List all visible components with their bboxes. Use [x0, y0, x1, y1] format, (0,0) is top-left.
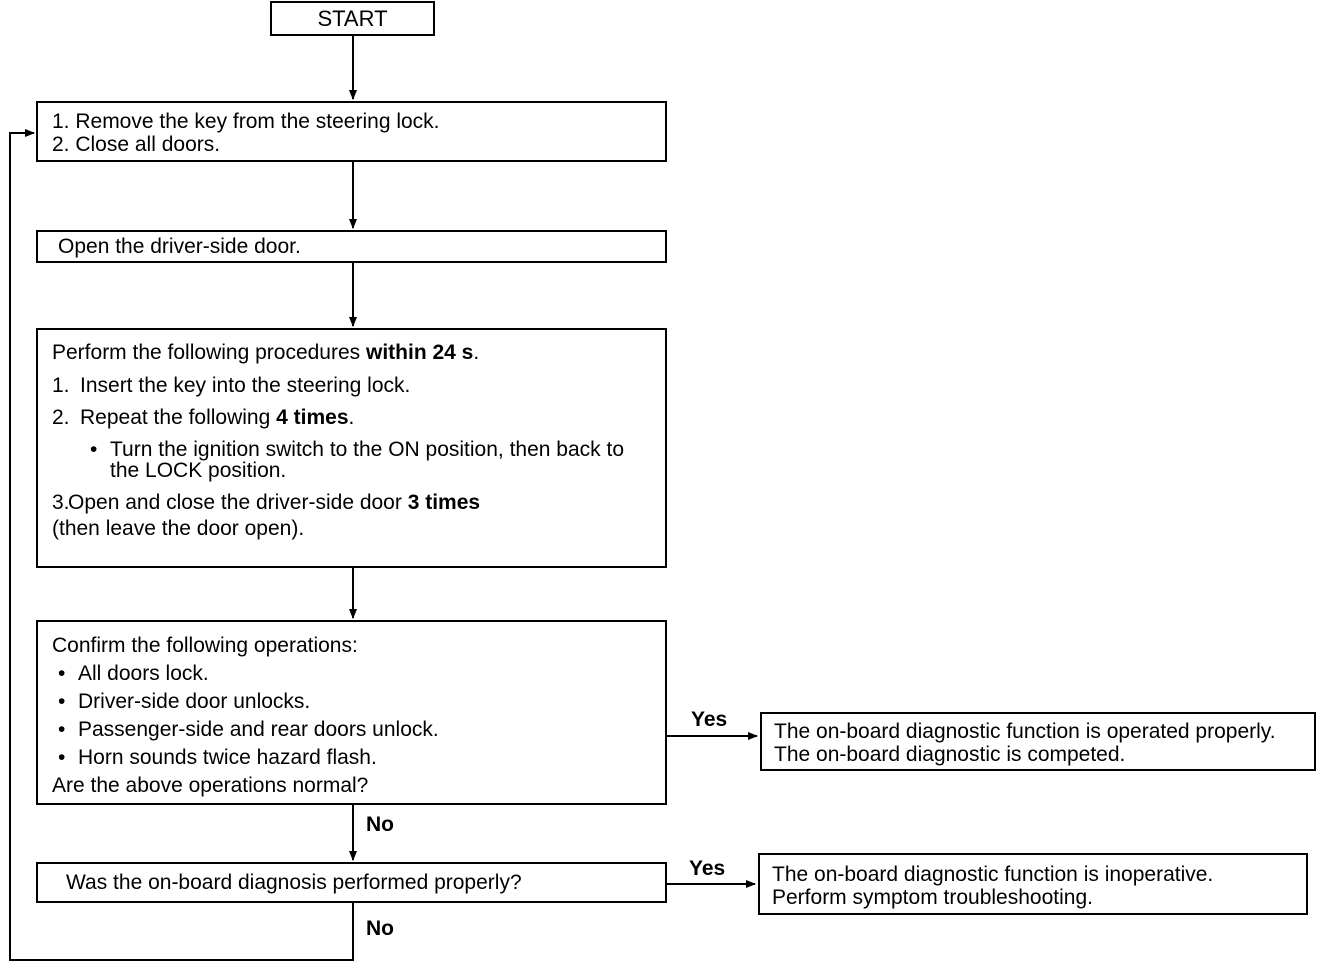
- confirm-bullet-2: • Driver-side door unlocks.: [52, 691, 665, 712]
- result-bad-line2: Perform symptom troubleshooting.: [772, 886, 1093, 909]
- procedure-intro-post: .: [473, 341, 480, 364]
- bullet-icon: •: [58, 690, 66, 713]
- procedure-intro: Perform the following procedures within …: [52, 342, 665, 363]
- confirm-bullet-1-text: All doors lock.: [78, 662, 209, 685]
- procedure-item-2: 2. Repeat the following 4 times.: [52, 407, 665, 428]
- confirm-bullet-3: • Passenger-side and rear doors unlock.: [52, 719, 665, 740]
- confirm-bullet-2-text: Driver-side door unlocks.: [78, 690, 311, 713]
- procedure-item-2-post: .: [348, 406, 355, 429]
- decision-text: Was the on-board diagnosis performed pro…: [66, 871, 522, 894]
- procedure-item-2-bold: 4 times: [276, 406, 349, 429]
- procedure-subbullet-line1: Turn the ignition switch to the ON posit…: [110, 438, 624, 461]
- bullet-icon: •: [58, 746, 66, 769]
- start-label: START: [317, 5, 388, 31]
- result-ok-line2: The on-board diagnostic is competed.: [774, 743, 1126, 766]
- procedure-item-3-bold: 3 times: [407, 491, 481, 514]
- confirm-bullet-4: • Horn sounds twice hazard flash.: [52, 747, 665, 768]
- node-confirm-operations: Confirm the following operations: • All …: [36, 620, 667, 805]
- bullet-icon: •: [58, 718, 66, 741]
- node-procedure: Perform the following procedures within …: [36, 328, 667, 568]
- node-decision-diagnosis-performed: Was the on-board diagnosis performed pro…: [36, 862, 667, 903]
- procedure-intro-pre: Perform the following procedures: [52, 341, 366, 364]
- procedure-item-3-pre: Open and close the driver-side door: [68, 491, 408, 514]
- step1-line1: 1. Remove the key from the steering lock…: [52, 110, 440, 133]
- confirm-intro: Confirm the following operations:: [52, 634, 358, 657]
- node-open-driver-door: Open the driver-side door.: [36, 230, 667, 263]
- result-ok-line1: The on-board diagnostic function is oper…: [774, 720, 1276, 743]
- node-result-ok: The on-board diagnostic function is oper…: [760, 712, 1316, 771]
- procedure-item-1-text: Insert the key into the steering lock.: [80, 374, 411, 397]
- node-step1: 1. Remove the key from the steering lock…: [36, 101, 667, 162]
- edge-label-no-decision: No: [366, 917, 394, 940]
- procedure-subbullet-line2: the LOCK position.: [110, 459, 287, 482]
- procedure-intro-bold: within 24 s: [366, 341, 474, 364]
- edge-label-yes-confirm: Yes: [691, 708, 728, 731]
- bullet-icon: •: [90, 438, 98, 461]
- confirm-bullet-3-text: Passenger-side and rear doors unlock.: [78, 718, 439, 741]
- step1-line2: 2. Close all doors.: [52, 133, 221, 156]
- result-bad-line1: The on-board diagnostic function is inop…: [772, 863, 1214, 886]
- edge-label-yes-decision: Yes: [689, 857, 726, 880]
- confirm-bullet-1: • All doors lock.: [52, 663, 665, 684]
- confirm-bullet-4-text: Horn sounds twice hazard flash.: [78, 746, 377, 769]
- procedure-item-2-pre: Repeat the following: [80, 406, 277, 429]
- open-door-text: Open the driver-side door.: [58, 235, 301, 258]
- procedure-item-1-number: 1.: [52, 374, 70, 397]
- procedure-item-3-line2: (then leave the door open).: [52, 517, 305, 540]
- procedure-item-3: 3. Open and close the driver-side door 3…: [52, 492, 665, 539]
- confirm-question: Are the above operations normal?: [52, 774, 369, 797]
- procedure-item-3-number: 3.: [52, 491, 70, 514]
- bullet-icon: •: [58, 662, 66, 685]
- node-start: START: [270, 1, 435, 36]
- procedure-subbullet: • Turn the ignition switch to the ON pos…: [52, 439, 665, 481]
- procedure-item-1: 1. Insert the key into the steering lock…: [52, 375, 665, 396]
- node-result-inoperative: The on-board diagnostic function is inop…: [758, 853, 1308, 915]
- procedure-item-2-number: 2.: [52, 406, 70, 429]
- edge-label-no-confirm: No: [366, 813, 394, 836]
